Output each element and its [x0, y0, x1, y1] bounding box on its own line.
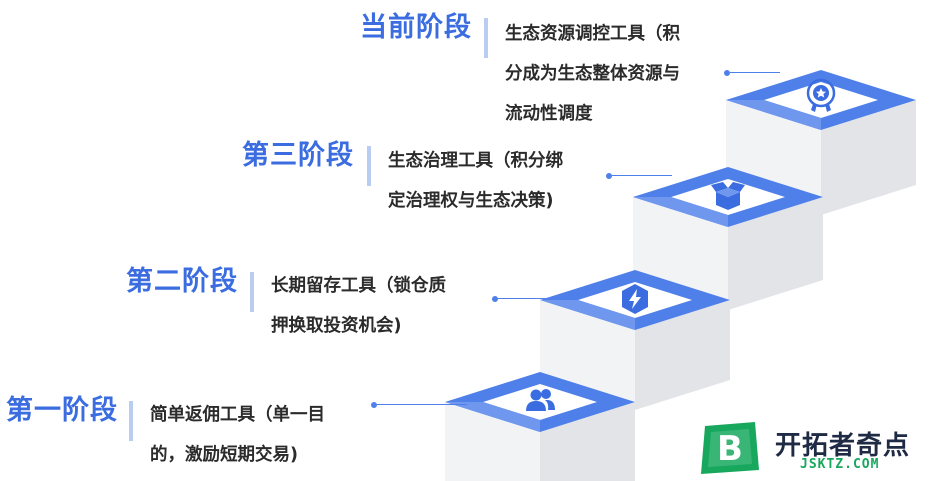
- stage-1-description: 简单返佣工具（单一目 的，激励短期交易): [150, 395, 325, 475]
- stage-4-desc-line-3: 流动性调度: [505, 104, 593, 124]
- stage-4-divider: [484, 18, 488, 58]
- stage-3-title: 第三阶段: [242, 140, 354, 171]
- stage-2-divider: [250, 272, 254, 312]
- users-icon: [526, 389, 555, 411]
- stage-1-desc-line-2: 的，激励短期交易): [150, 445, 298, 465]
- stage-2-connector: [498, 298, 563, 299]
- stage-1-connector-dot: [371, 402, 377, 408]
- stage-1-desc-line-1: 简单返佣工具（单一目: [150, 405, 325, 425]
- stage-2-desc-line-2: 押换取投资机会): [271, 316, 402, 336]
- logo-url: JSKTZ.COM: [800, 457, 880, 472]
- lightning-shield-icon: [622, 284, 648, 314]
- stage-4-desc-line-1: 生态资源调控工具（积: [505, 24, 680, 44]
- stage-4-connector-dot: [724, 70, 730, 76]
- stage-3-connector-dot: [606, 173, 612, 179]
- stage-1-divider: [129, 401, 133, 441]
- stage-3-desc-line-1: 生态治理工具（积分绑: [388, 151, 563, 171]
- stage-4-connector: [730, 72, 780, 73]
- stage-3-description: 生态治理工具（积分绑 定治理权与生态决策): [388, 141, 563, 221]
- stage-3-divider: [367, 146, 371, 186]
- stage-4-desc-line-2: 分成为生态整体资源与: [505, 64, 680, 84]
- stage-2-desc-line-1: 长期留存工具（锁仓质: [271, 276, 446, 296]
- stage-2-title: 第二阶段: [126, 266, 238, 297]
- stage-4-description: 生态资源调控工具（积 分成为生态整体资源与 流动性调度: [505, 14, 680, 134]
- step-1-riser: [445, 402, 635, 481]
- stage-2-connector-dot: [492, 296, 498, 302]
- logo-letter: B: [717, 429, 743, 469]
- stage-3-connector: [612, 175, 672, 176]
- logo-mark: B: [701, 422, 759, 474]
- stage-2-description: 长期留存工具（锁仓质 押换取投资机会): [271, 266, 446, 346]
- stage-3-desc-line-2: 定治理权与生态决策): [388, 191, 554, 211]
- stage-1-connector: [377, 404, 467, 405]
- stage-1-title: 第一阶段: [6, 395, 118, 426]
- medal-icon: [806, 78, 836, 112]
- logo-name: 开拓者奇点: [775, 431, 911, 461]
- stage-4-title: 当前阶段: [360, 12, 472, 43]
- open-box-icon: [711, 182, 745, 210]
